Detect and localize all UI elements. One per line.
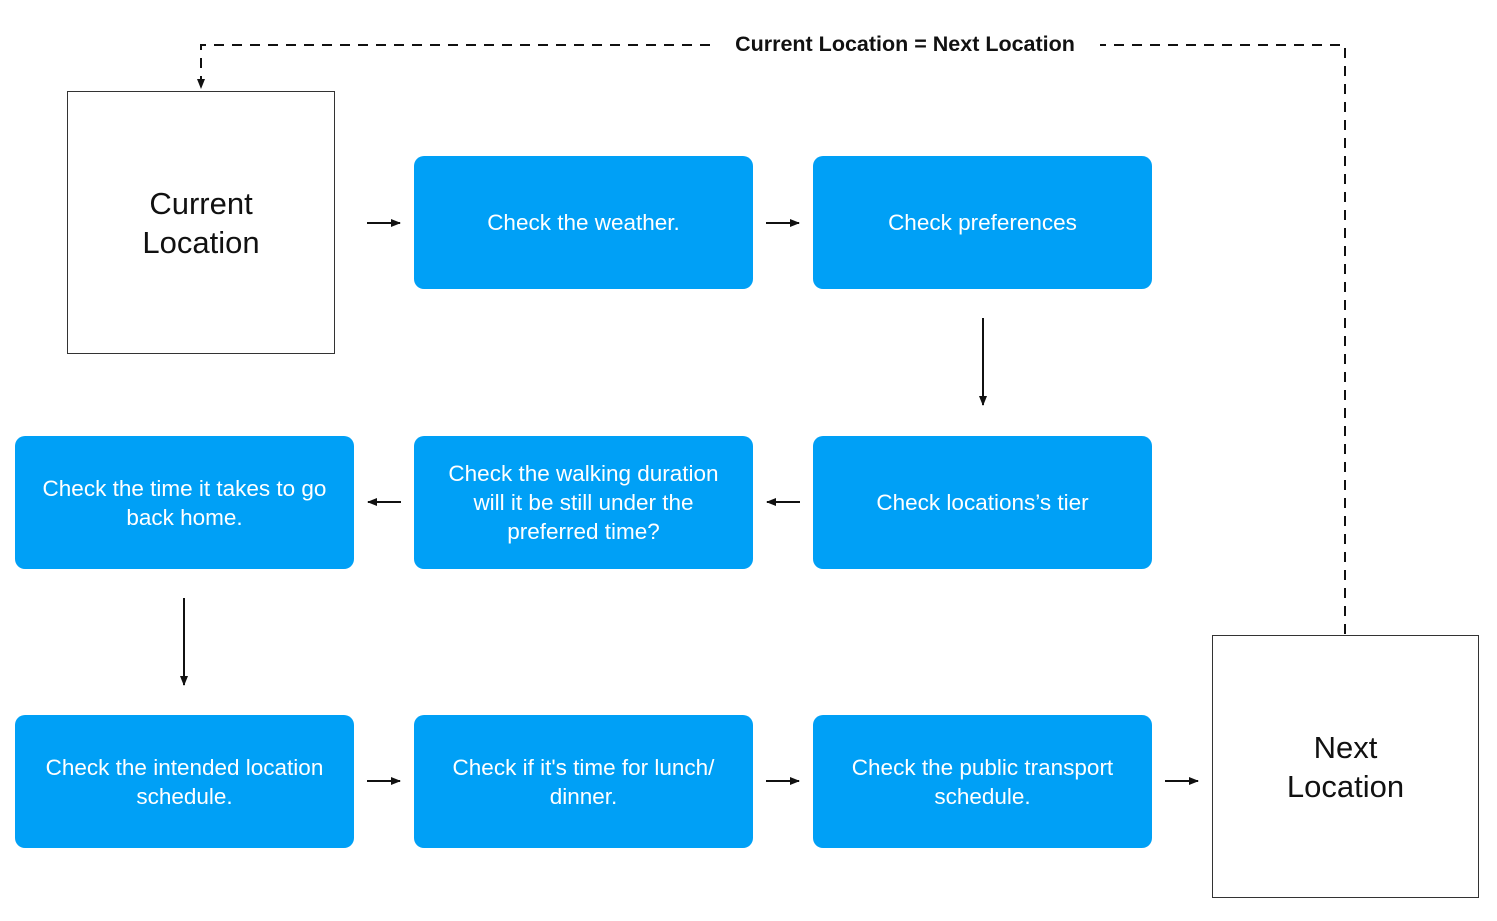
check-preferences-node: Check preferences [813, 156, 1152, 289]
check-time-home-line-1: Check the time it takes to go [42, 475, 327, 501]
check-walking-node: Check the walking duration will it be st… [414, 436, 753, 569]
current-location-line-2: Location [142, 224, 260, 260]
check-time-home-line-2: back home. [126, 504, 243, 530]
check-schedule-line-2: schedule. [136, 783, 233, 809]
check-time-home-node: Check the time it takes to go back home. [15, 436, 354, 569]
loop-back-dashed-connector [197, 44, 1346, 634]
check-lunch-node: Check if it's time for lunch/ dinner. [414, 715, 753, 848]
check-transport-line-1: Check the public transport [851, 754, 1114, 780]
check-lunch-line-2: dinner. [549, 783, 618, 809]
next-location-line-2: Location [1286, 768, 1405, 804]
check-walking-line-3: preferred time? [507, 519, 660, 544]
check-weather-label: Check the weather. [487, 210, 680, 235]
check-walking-line-2: will it be still under the [473, 490, 694, 515]
check-transport-node: Check the public transport schedule. [813, 715, 1152, 848]
check-schedule-node: Check the intended location schedule. [15, 715, 354, 848]
check-preferences-label: Check preferences [888, 210, 1077, 235]
next-location-line-1: Next [1313, 729, 1378, 765]
next-location-node: Next Location [1212, 635, 1479, 898]
check-walking-line-1: Check the walking duration [448, 461, 719, 486]
check-transport-line-2: schedule. [934, 783, 1031, 809]
check-tier-label: Check locations’s tier [876, 490, 1089, 515]
check-schedule-line-1: Check the intended location [45, 754, 324, 780]
current-location-node: Current Location [67, 91, 335, 354]
check-lunch-line-1: Check if it's time for lunch/ [452, 754, 715, 780]
current-location-line-1: Current [149, 185, 253, 221]
check-tier-node: Check locations’s tier [813, 436, 1152, 569]
check-weather-node: Check the weather. [414, 156, 753, 289]
loop-label: Current Location = Next Location [710, 31, 1100, 57]
